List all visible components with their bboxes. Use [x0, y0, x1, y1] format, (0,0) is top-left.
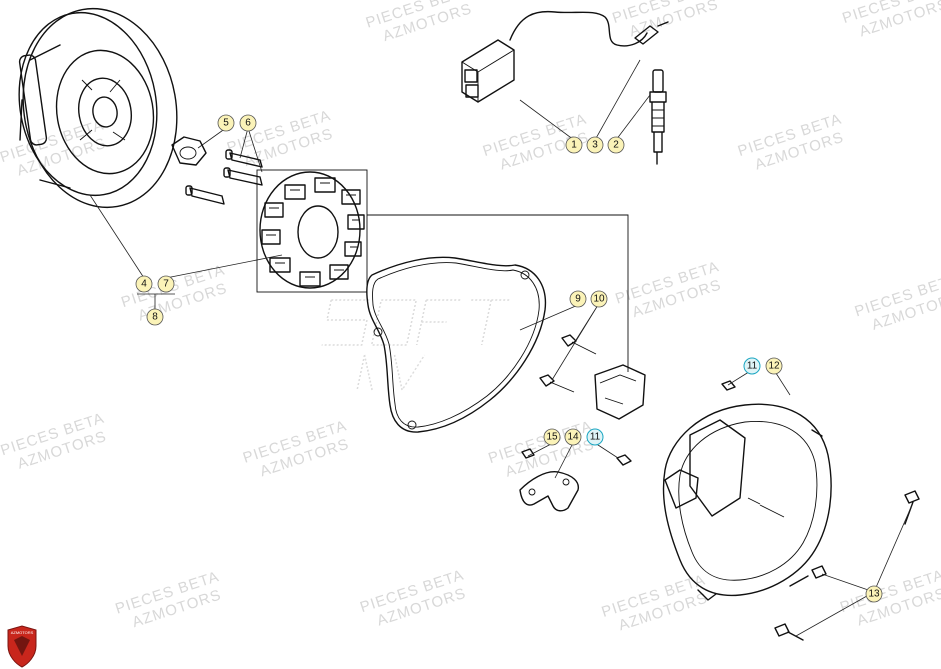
callout-3[interactable]: 3 — [586, 136, 604, 154]
callout-11-cover[interactable]: 11 — [743, 357, 761, 375]
callout-label: 12 — [768, 361, 780, 372]
central-stamp-watermark — [321, 299, 512, 392]
callout-label: 9 — [575, 294, 581, 305]
callout-9[interactable]: 9 — [569, 290, 587, 308]
callout-6[interactable]: 6 — [239, 114, 257, 132]
cover-screws — [721, 380, 920, 641]
callout-label: 5 — [223, 118, 229, 129]
callout-label: 3 — [592, 140, 598, 151]
callout-4[interactable]: 4 — [135, 275, 153, 293]
callout-8[interactable]: 8 — [146, 308, 164, 326]
callout-label: 13 — [868, 589, 880, 600]
stator-screws — [185, 149, 263, 205]
callout-13[interactable]: 13 — [865, 585, 883, 603]
callout-11-clamp[interactable]: 11 — [586, 428, 604, 446]
pickup-sensor — [539, 334, 646, 420]
spark-plug — [649, 69, 667, 165]
azmotors-shield-logo: AZMOTORS — [7, 625, 37, 668]
callout-label: 11 — [747, 361, 758, 372]
callout-5[interactable]: 5 — [217, 114, 235, 132]
callout-label: 1 — [571, 140, 577, 151]
callout-label: 10 — [593, 294, 605, 305]
callout-label: 15 — [546, 432, 558, 443]
cable-clamp-bracket — [519, 448, 632, 512]
generator-cover — [662, 403, 832, 601]
callout-label: 4 — [141, 279, 147, 290]
logo-text: AZMOTORS — [11, 630, 34, 635]
flywheel-rotor — [18, 7, 178, 209]
callout-label: 2 — [613, 140, 619, 151]
ignition-coil — [461, 10, 669, 103]
callout-1[interactable]: 1 — [565, 136, 583, 154]
callout-15[interactable]: 15 — [543, 428, 561, 446]
watermark-layer: PIECES BETA AZMOTORS PIECES BETA AZMOTOR… — [0, 0, 941, 634]
callout-7[interactable]: 7 — [157, 275, 175, 293]
callout-label: 8 — [152, 312, 158, 323]
callout-12[interactable]: 12 — [765, 357, 783, 375]
grouping-frame — [367, 214, 629, 372]
callout-10[interactable]: 10 — [590, 290, 608, 308]
callout-label: 14 — [567, 432, 579, 443]
cover-gasket — [366, 256, 547, 433]
callout-2[interactable]: 2 — [607, 136, 625, 154]
callout-label: 6 — [245, 118, 251, 129]
callout-label: 7 — [163, 279, 169, 290]
stator-assembly — [256, 169, 368, 293]
callout-label: 11 — [590, 432, 601, 443]
flywheel-nut — [171, 136, 207, 166]
callout-14[interactable]: 14 — [564, 428, 582, 446]
